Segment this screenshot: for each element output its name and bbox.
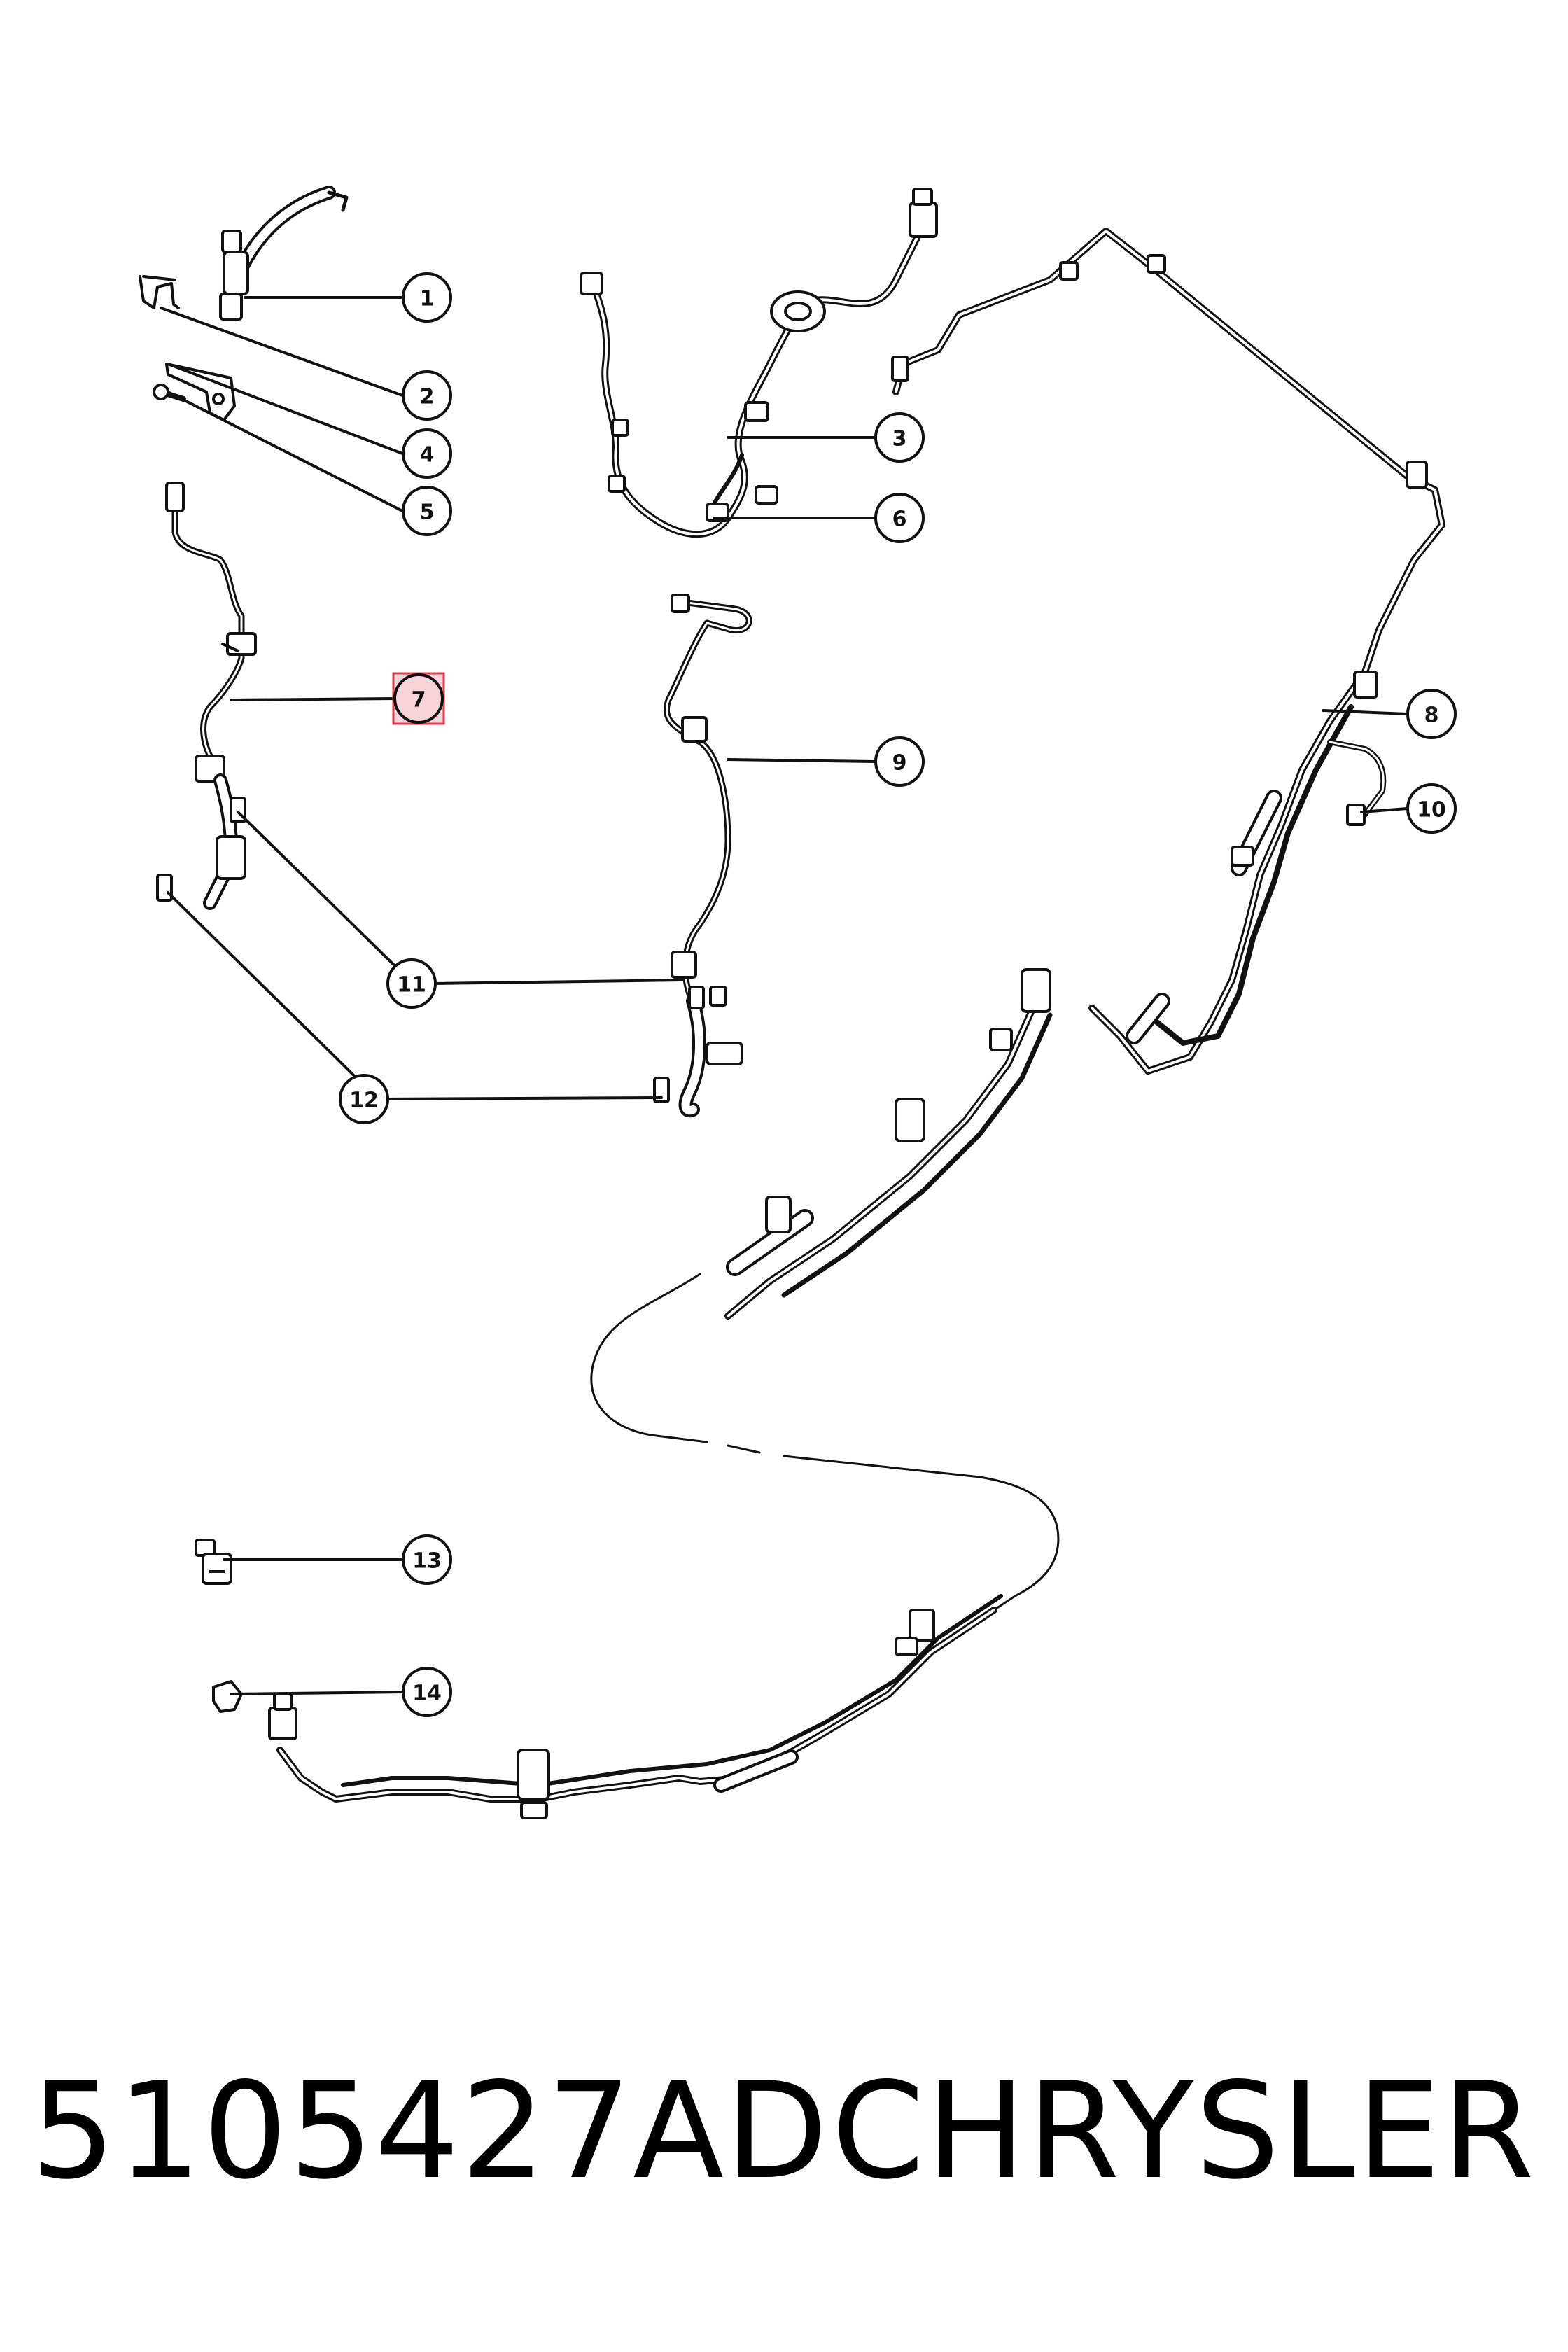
part-9-brake-line bbox=[663, 594, 752, 1118]
callout-circle bbox=[339, 1074, 389, 1124]
part-3-6-sensor-harness bbox=[580, 188, 938, 538]
callout-2: 2 bbox=[402, 370, 452, 421]
part-number-footer: 5105427AD CHRYSLER bbox=[31, 2065, 1536, 2198]
callout-number: 5 bbox=[420, 500, 435, 525]
callout-number: 14 bbox=[412, 1681, 442, 1706]
callout-5: 5 bbox=[402, 486, 452, 536]
callout-circle bbox=[402, 370, 452, 421]
callout-circle bbox=[402, 272, 452, 323]
callout-circle bbox=[402, 1667, 452, 1717]
callout-circle bbox=[402, 1534, 452, 1585]
callout-number: 3 bbox=[892, 427, 907, 451]
callout-number: 1 bbox=[420, 287, 435, 312]
part-2-clip bbox=[139, 275, 180, 309]
callout-4: 4 bbox=[402, 428, 452, 479]
callout-circle bbox=[874, 493, 925, 543]
callout-number: 7 bbox=[412, 688, 426, 713]
callout-7: 7 bbox=[392, 672, 445, 725]
callout-1: 1 bbox=[402, 272, 452, 323]
callout-14: 14 bbox=[402, 1667, 452, 1717]
part-1-brake-hose bbox=[219, 186, 349, 321]
callout-6: 6 bbox=[874, 493, 925, 543]
callout-circle bbox=[874, 736, 925, 787]
callout-number: 10 bbox=[1417, 798, 1446, 822]
part-4-bracket bbox=[165, 363, 236, 421]
callout-10: 10 bbox=[1406, 783, 1457, 834]
part-8-brake-line-assembly bbox=[268, 227, 1446, 1819]
part-number: 5105427AD bbox=[31, 2054, 830, 2208]
callout-9: 9 bbox=[874, 736, 925, 787]
callout-13: 13 bbox=[402, 1534, 452, 1585]
callout-circle bbox=[386, 958, 437, 1009]
part-13-fitting bbox=[195, 1539, 232, 1585]
part-7-brake-line bbox=[165, 482, 257, 910]
leader-lines bbox=[160, 296, 1408, 1695]
callout-circle bbox=[874, 412, 925, 463]
callout-number: 12 bbox=[349, 1088, 379, 1113]
callout-number: 9 bbox=[892, 751, 907, 776]
callout-3: 3 bbox=[874, 412, 925, 463]
part-12-bolt bbox=[156, 874, 670, 1103]
callout-12: 12 bbox=[339, 1074, 389, 1124]
brand-name: CHRYSLER bbox=[832, 2054, 1536, 2208]
part-11-bleeder bbox=[230, 797, 705, 1009]
callout-11: 11 bbox=[386, 958, 437, 1009]
callout-number: 6 bbox=[892, 507, 907, 532]
callout-number: 8 bbox=[1424, 704, 1439, 728]
callout-circle bbox=[402, 486, 452, 536]
callout-circle bbox=[1406, 783, 1457, 834]
callout-number: 13 bbox=[412, 1549, 442, 1574]
callout-circle bbox=[393, 673, 444, 724]
callout-number: 4 bbox=[420, 443, 435, 468]
callout-8: 8 bbox=[1406, 689, 1457, 739]
callout-number: 11 bbox=[397, 973, 426, 997]
callout-circle bbox=[402, 428, 452, 479]
callout-circle bbox=[1406, 689, 1457, 739]
part-14-clip bbox=[212, 1680, 243, 1713]
callout-number: 2 bbox=[420, 385, 435, 410]
